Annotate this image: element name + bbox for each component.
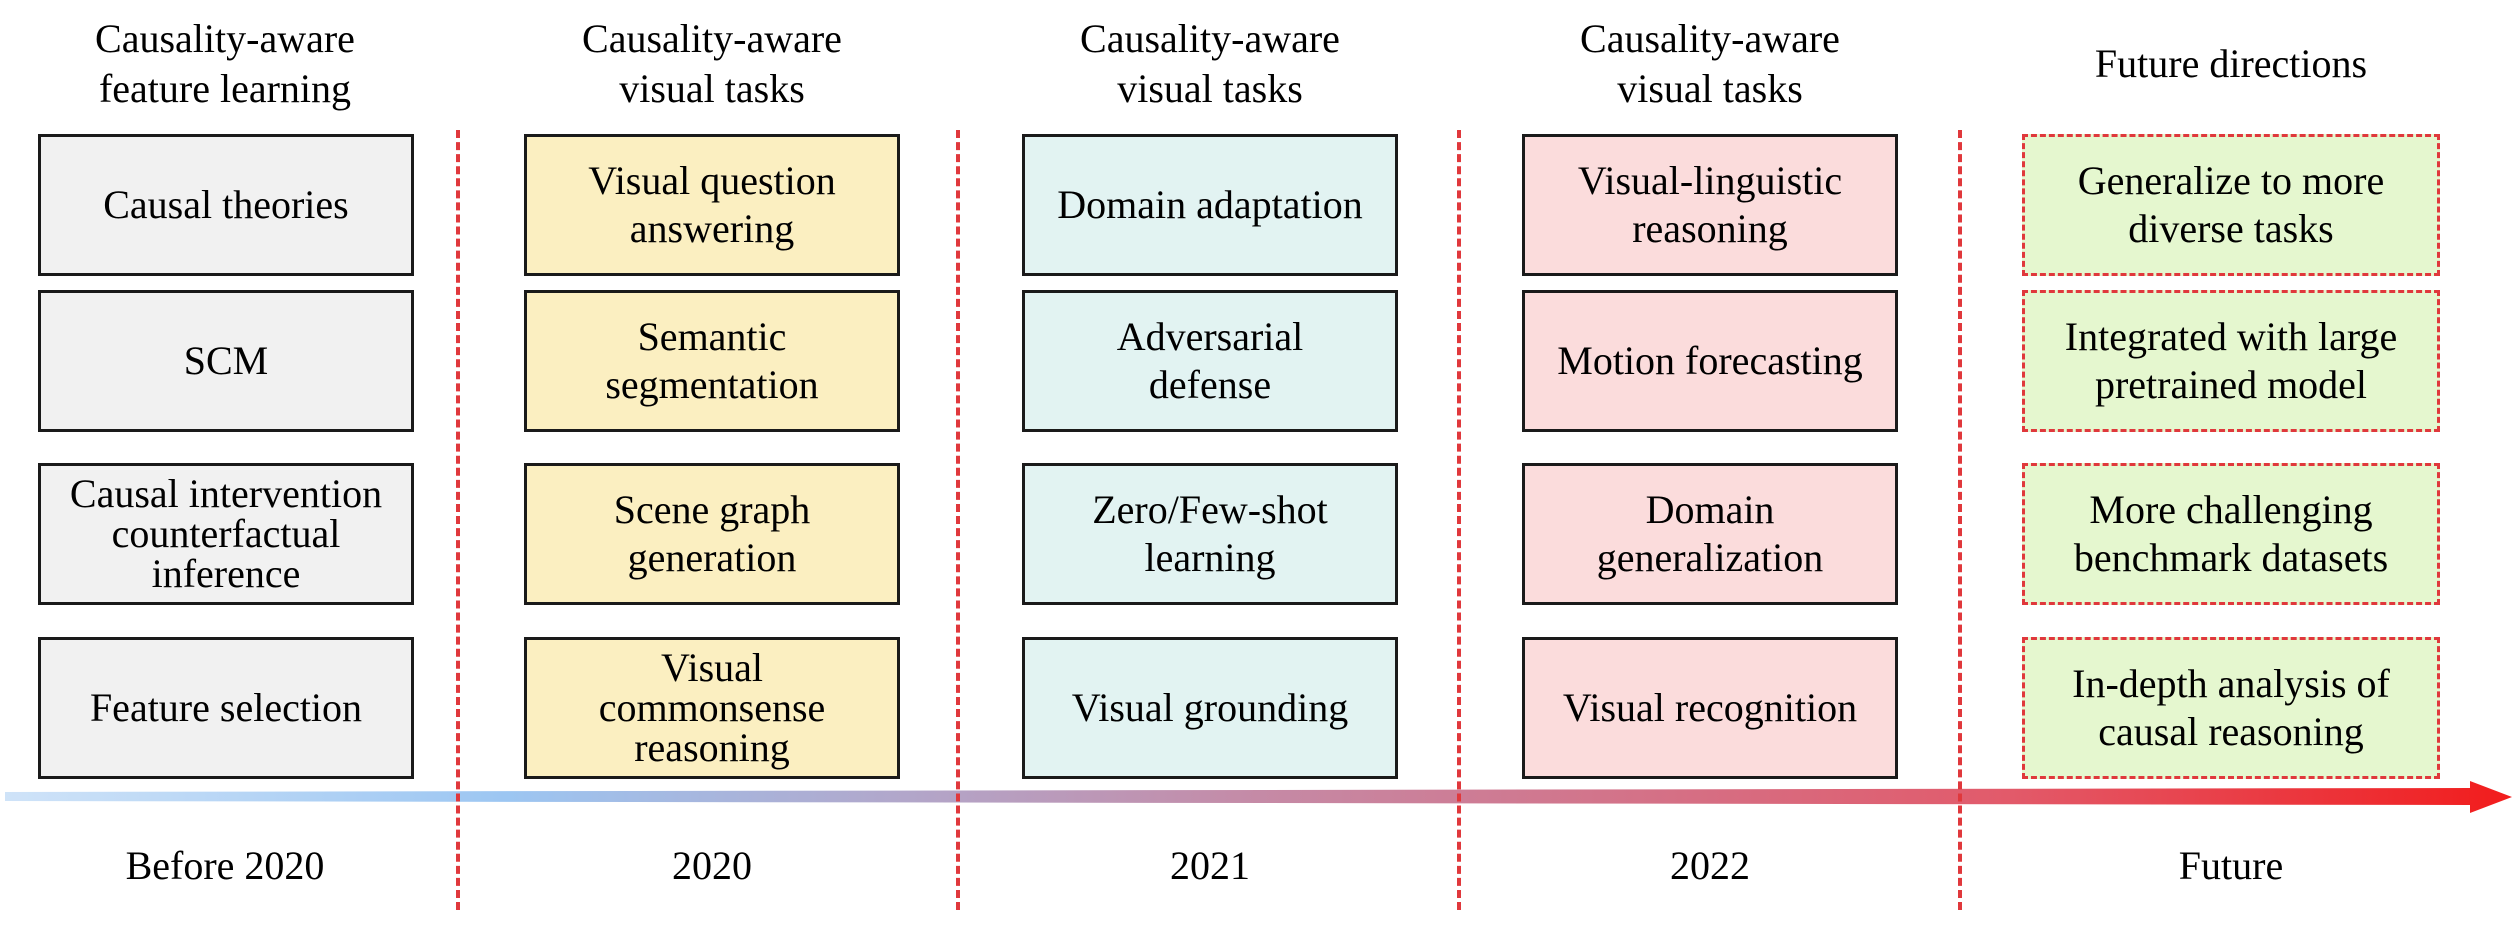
item-label: SCM [183,338,269,383]
item-label: counterfactual [111,511,341,556]
item-feature-selection: Feature selection [38,637,414,779]
item-label: Visual grounding [1071,685,1349,730]
item-label: answering [629,206,795,251]
header-line: Causality-aware [1080,16,1340,61]
item-label: diverse tasks [2128,206,2334,251]
item-label: Domain [1645,487,1775,532]
item-label: Visual question [588,158,836,203]
item-motion-forecasting: Motion forecasting [1522,290,1898,432]
item-benchmark-datasets: More challenging benchmark datasets [2022,463,2440,605]
header-line: visual tasks [619,66,805,111]
header-line: Causality-aware [582,16,842,61]
column-separator [1457,130,1461,910]
item-label: defense [1148,362,1272,407]
column-separator [456,130,460,910]
timeline-bar [5,781,2512,813]
header-line: Causality-aware [1580,16,1840,61]
item-label: Causal theories [103,182,349,227]
year-label: 2021 [1170,842,1250,888]
item-label: Causal intervention [69,471,383,516]
item-causal-theories: Causal theories [38,134,414,276]
item-adversarial-defense: Adversarial defense [1022,290,1398,432]
item-label: Integrated with large [2064,314,2398,359]
item-semantic-segmentation: Semantic segmentation [524,290,900,432]
header-line: Causality-aware [95,16,355,61]
item-label: reasoning [634,725,790,770]
item-domain-adaptation: Domain adaptation [1022,134,1398,276]
item-causal-reasoning-analysis: In-depth analysis of causal reasoning [2022,637,2440,779]
item-label: Zero/Few-shot [1092,487,1328,532]
item-visual-grounding: Visual grounding [1022,637,1398,779]
item-visual-commonsense-reasoning: Visual commonsense reasoning [524,637,900,779]
column-header-2021: Causality-aware visual tasks [1022,0,1398,128]
column-header-future: Future directions [2022,0,2440,128]
item-label: Generalize to more [2077,158,2385,203]
item-label: benchmark datasets [2073,535,2389,580]
item-label: In-depth analysis of [2072,661,2390,706]
item-label: Visual [660,645,764,690]
year-label: 2020 [672,842,752,888]
column-header-2020: Causality-aware visual tasks [524,0,900,128]
item-scene-graph-generation: Scene graph generation [524,463,900,605]
item-visual-linguistic-reasoning: Visual-linguistic reasoning [1522,134,1898,276]
item-label: learning [1144,535,1276,580]
item-label: reasoning [1632,206,1788,251]
timeline-arrow [5,781,2512,813]
item-scm: SCM [38,290,414,432]
item-label: generalization [1596,535,1824,580]
item-label: causal reasoning [2098,709,2364,754]
item-label: Scene graph [613,487,811,532]
column-header-2022: Causality-aware visual tasks [1522,0,1898,128]
item-domain-generalization: Domain generalization [1522,463,1898,605]
item-label: commonsense [598,685,826,730]
item-label: Motion forecasting [1557,338,1863,383]
item-label: Semantic [637,314,787,359]
item-label: segmentation [605,362,819,407]
item-label: Feature selection [89,685,363,730]
item-zero-few-shot-learning: Zero/Few-shot learning [1022,463,1398,605]
item-generalize-tasks: Generalize to more diverse tasks [2022,134,2440,276]
header-line: visual tasks [1117,66,1303,111]
item-label: Domain adaptation [1057,182,1363,227]
header-line: Future directions [2094,41,2368,86]
item-label: Adversarial [1116,314,1304,359]
header-line: visual tasks [1617,66,1803,111]
column-header-before-2020: Causality-aware feature learning [40,0,410,128]
column-separator [1958,130,1962,910]
item-visual-recognition: Visual recognition [1522,637,1898,779]
header-line: feature learning [98,66,352,111]
year-label: Future [2178,842,2284,888]
item-label: Visual recognition [1562,685,1858,730]
item-label: pretrained model [2094,362,2368,407]
item-label: Visual-linguistic [1577,158,1843,203]
year-label: Before 2020 [125,842,325,888]
item-causal-intervention: Causal intervention counterfactual infer… [38,463,414,605]
item-label: inference [151,551,301,596]
column-separator [956,130,960,910]
item-label: generation [627,535,797,580]
item-visual-question-answering: Visual question answering [524,134,900,276]
item-label: More challenging [2089,487,2373,532]
item-integrated-pretrained-model: Integrated with large pretrained model [2022,290,2440,432]
year-label: 2022 [1670,842,1750,888]
